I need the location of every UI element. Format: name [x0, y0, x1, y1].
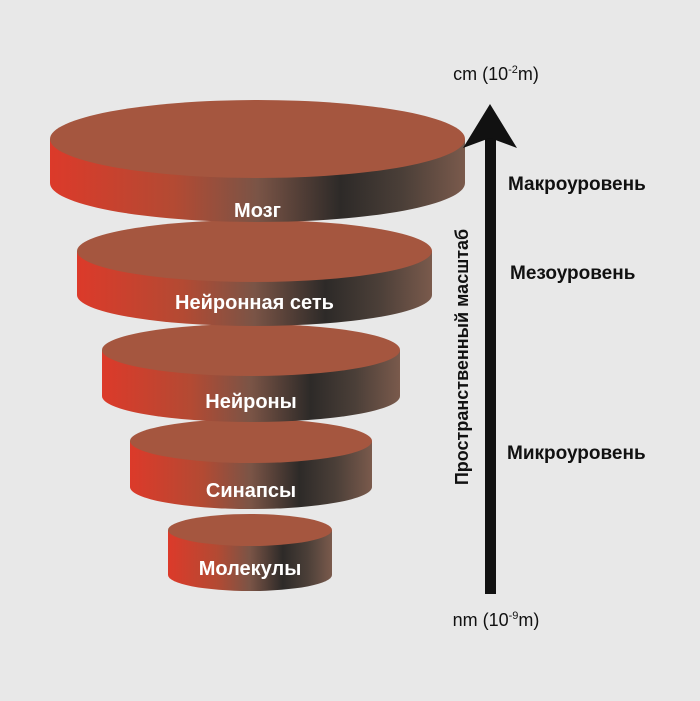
disk-top: [77, 220, 432, 282]
disk-top: [168, 514, 332, 546]
disk-label: Мозг: [234, 200, 281, 222]
micro-level-label: Микроуровень: [507, 443, 646, 464]
disk-neural-network: Нейронная сеть: [77, 220, 432, 326]
disk-top: [50, 100, 465, 178]
disk-molecules: Молекулы: [168, 514, 332, 591]
disk-top: [102, 324, 400, 376]
disk-label: Нейроны: [205, 391, 296, 413]
disk-brain: Мозг: [50, 100, 465, 223]
top-unit-label: cm (10-2m): [453, 64, 539, 84]
disk-synapses: Синапсы: [130, 419, 372, 509]
meso-level-label: Мезоуровень: [510, 263, 635, 284]
arrow-shaft: [485, 138, 496, 594]
scale-arrow: [463, 104, 517, 594]
macro-level-label: Макроуровень: [508, 174, 646, 195]
disk-neurons: Нейроны: [102, 324, 400, 422]
disk-label: Нейронная сеть: [175, 292, 334, 314]
disk-label: Молекулы: [199, 558, 302, 580]
arrow-head-icon: [463, 104, 517, 148]
disk-top: [130, 419, 372, 463]
axis-title: Пространственный масштаб: [452, 229, 472, 485]
disk-side: [168, 530, 332, 591]
disk-label: Синапсы: [206, 480, 296, 502]
bottom-unit-label: nm (10-9m): [453, 610, 540, 630]
